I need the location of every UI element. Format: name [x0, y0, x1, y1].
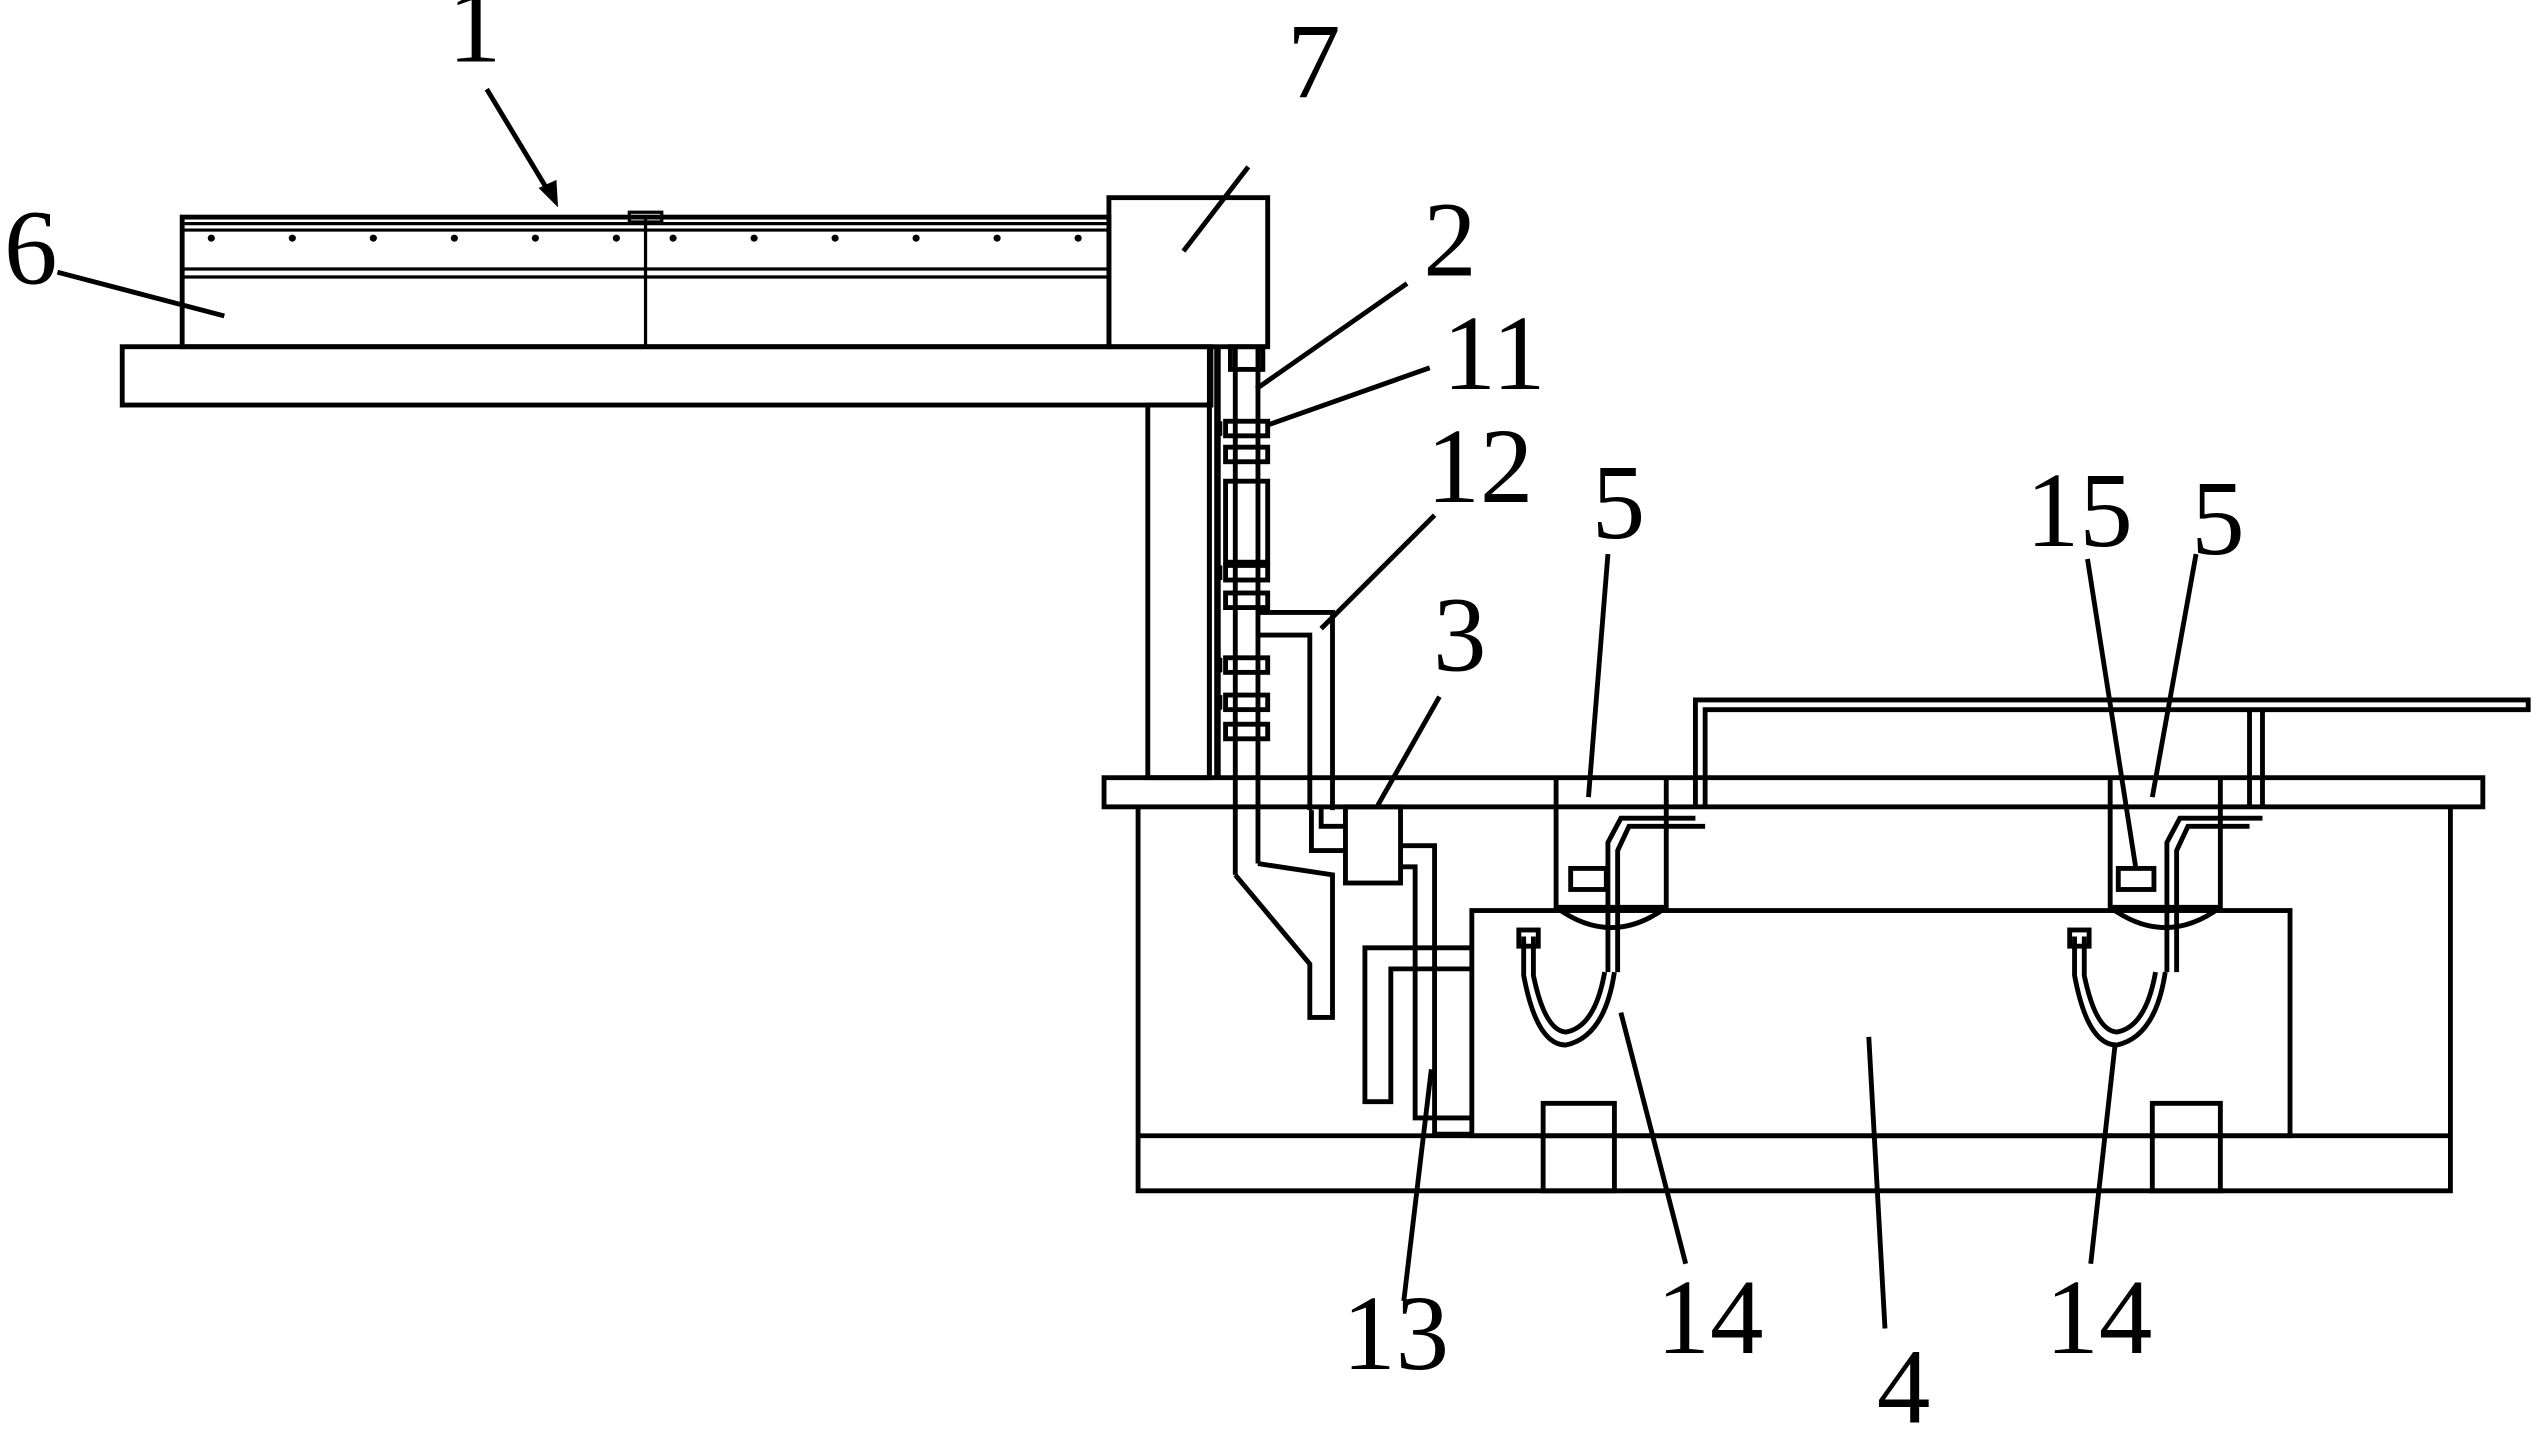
pipe-joints [1215, 418, 1271, 742]
conveyor-rollers [207, 234, 1082, 242]
label-valve-box: 3 [1433, 577, 1486, 695]
tank-assembly [1101, 775, 2486, 1194]
overhead-supply-pipe [1605, 697, 2531, 973]
label-drain-pipe: 13 [1342, 1275, 1449, 1393]
label-joint: 11 [1443, 295, 1546, 413]
sink-left [1553, 777, 1669, 930]
inner-tank [1469, 908, 2293, 1139]
table-plate [119, 344, 1214, 408]
label-hose-left: 14 [1657, 1259, 1764, 1377]
reference-numerals: 1 6 7 2 11 12 3 5 15 5 13 14 14 4 [4, 0, 2245, 1429]
label-sink-left: 5 [1592, 444, 1645, 562]
drive-box [1106, 195, 1271, 350]
pipe-top-cap [1227, 344, 1266, 372]
valve-box [1343, 804, 1403, 886]
label-conveyor: 1 [448, 0, 501, 86]
support-leg [1145, 402, 1212, 781]
nozzle [2115, 865, 2157, 892]
tank-foot-right [2149, 1100, 2223, 1194]
vertical-pipe-assembly [1206, 344, 1335, 1020]
label-pipe: 2 [1423, 181, 1476, 299]
tank-foot-left [1540, 1100, 1617, 1194]
label-drive-box: 7 [1287, 3, 1340, 121]
label-branch-pipe: 12 [1426, 408, 1533, 526]
conveyor-assembly [119, 195, 1271, 781]
tank-rim [1101, 775, 2486, 810]
label-nozzle: 15 [2026, 452, 2133, 570]
label-frame: 6 [4, 190, 57, 308]
conveyor-clip [627, 210, 664, 224]
label-sink-right: 5 [2191, 460, 2244, 578]
leader-lines [56, 87, 2199, 1329]
hose-right [2067, 927, 2168, 1048]
hose-left [1516, 927, 1617, 1048]
label-tank: 4 [1877, 1329, 1930, 1429]
label-hose-right: 14 [2045, 1259, 2152, 1377]
